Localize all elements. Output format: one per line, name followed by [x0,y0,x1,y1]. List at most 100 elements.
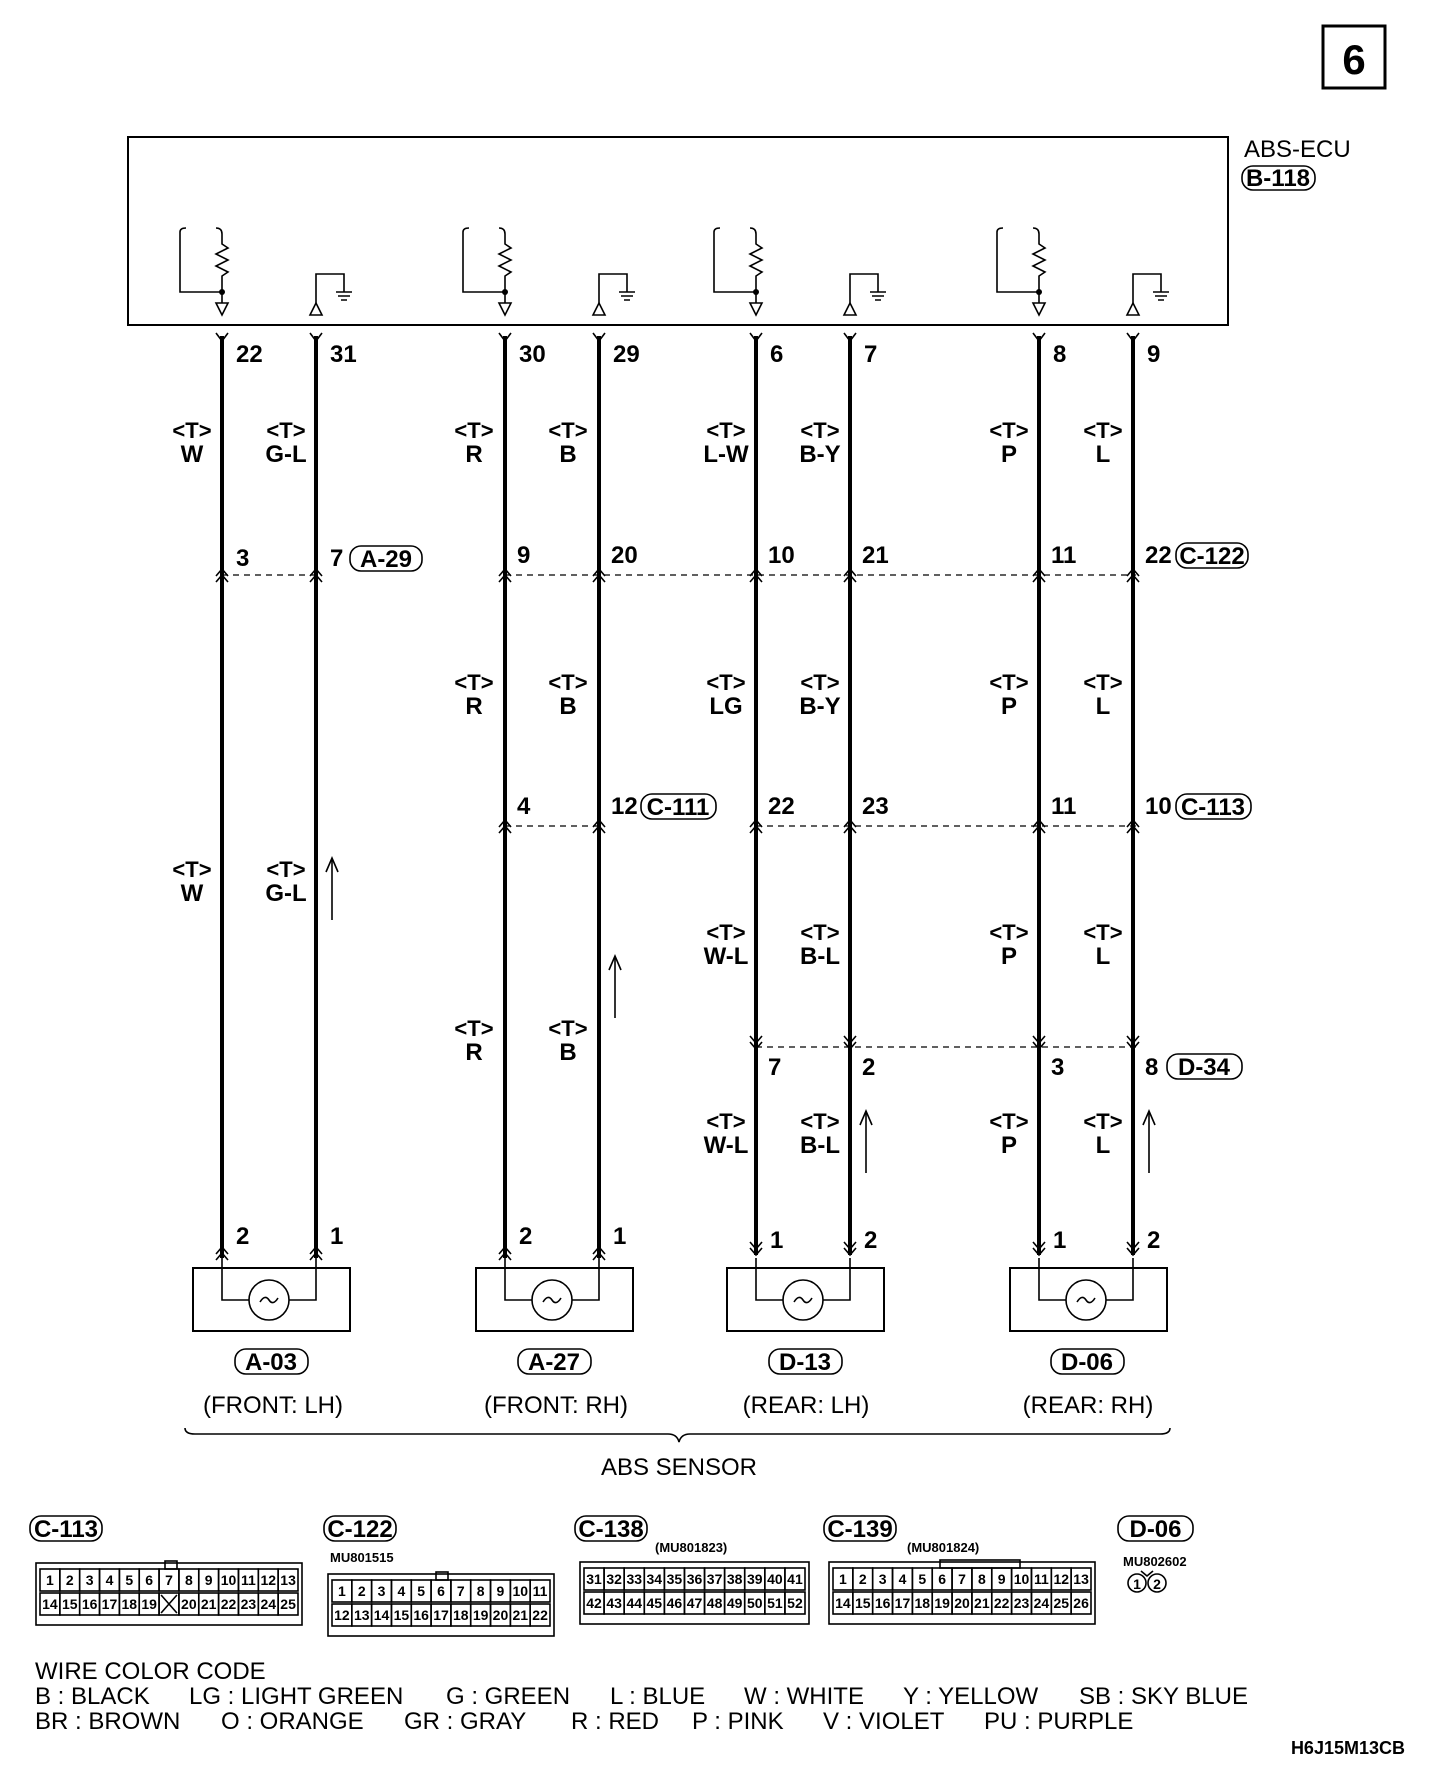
ecu-pin-numbers: 22 31 30 29 6 7 8 9 [236,341,1160,368]
resistor-icon [214,227,230,303]
sensor-lead [1038,1258,1134,1301]
junction-dot [753,289,759,295]
connector-part-number: (MU801824) [907,1540,979,1555]
wire-color-label: W [181,880,204,907]
legend-entry: B : BLACK [35,1683,150,1710]
junction-mark [498,1245,512,1261]
connector-view-outline [1117,1515,1194,1542]
junction-pin: 11 [1051,793,1076,820]
connector-pin-label: 21 [512,1607,528,1623]
wire-color-label: B [559,693,576,720]
harness-tag: <T> [706,670,745,695]
ecu-pin: 22 [236,341,263,368]
connector-view-outline [823,1515,897,1542]
junction-pin: 3 [1051,1054,1064,1081]
connector-pin-label: 16 [875,1595,891,1611]
legend-entry: PU : PURPLE [984,1708,1133,1735]
junction-pin: 2 [862,1054,875,1081]
sensor-body [192,1267,351,1332]
sensor-position: (FRONT: RH) [484,1392,628,1419]
connector-pin-label: 17 [102,1596,118,1612]
connector-pin-label: 40 [767,1571,783,1587]
page-number-box: 6 [1321,24,1387,90]
junction-mark [592,1245,606,1261]
connector-pin-label: 11 [533,1583,548,1599]
wire-color-label: B-L [800,943,840,970]
connector-view-outline [323,1515,397,1542]
sensor-body [1009,1267,1168,1332]
junction-pin: 8 [1145,1054,1158,1081]
connector-pin-label: 31 [586,1571,602,1587]
connector-pin-label: 19 [141,1596,157,1612]
junction-row-c111-c113: 4 12 C-111 22 23 11 10 C-113 [505,793,1252,827]
connector-pin-label: 6 [938,1571,946,1587]
sine-wave-icon [542,1296,562,1304]
wire-color-label: W-L [704,1132,749,1159]
legend-entry: V : VIOLET [823,1708,945,1735]
harness-tag: <T> [454,418,493,443]
connector-latch [1140,1570,1154,1578]
connector-pin-label: 48 [707,1595,723,1611]
sine-wave-icon [793,1296,813,1304]
junction-mark [1126,1241,1140,1257]
connector-pin-label: 13 [280,1572,296,1588]
sensor-connector: A-03 [245,1349,297,1376]
connector-pin-label: 11 [1034,1571,1049,1587]
connector-pin-label: 1 [46,1572,54,1588]
pin-mark [1126,332,1140,343]
sensor-connector: D-13 [779,1349,831,1376]
connector-pin-label: 41 [787,1571,803,1587]
wire-color-label: P [1001,441,1017,468]
junction-row-c122: 3 7 A-29 9 20 10 21 11 22 C-122 [222,542,1249,576]
connector-pin-label: 7 [457,1583,465,1599]
c113-connector-outline [1175,793,1252,820]
sensor-pin: 1 [613,1223,626,1250]
connector-pin-label: 42 [586,1595,602,1611]
harness-tag: <T> [454,1016,493,1041]
connector-pin-label: 34 [647,1571,663,1587]
ground-icon [336,291,352,301]
connector-pin-label: 10 [221,1572,237,1588]
connector-pin-label: 33 [626,1571,642,1587]
junction-mark [1126,1035,1140,1051]
junction-mark [309,1245,323,1261]
connector-housing [579,1561,810,1625]
connector-pin-label: 22 [532,1607,548,1623]
wire-color-legend: WIRE COLOR CODE B : BLACK LG : LIGHT GRE… [35,1658,1248,1735]
abs-ecu: ABS-ECU B-118 [127,136,1351,326]
wire-color-label: P [1001,693,1017,720]
sensor-coil-icon [531,1279,573,1321]
internal-lead [713,227,756,293]
junction-connector: A-29 [360,546,412,573]
connector-pin-label: 15 [62,1596,78,1612]
junction-dot [1036,289,1042,295]
connector-latch [435,1571,449,1581]
legend-entry: W : WHITE [744,1683,864,1710]
connector-pin-label: 2 [859,1571,867,1587]
wire-color-label: P [1001,1132,1017,1159]
wire-color-label: W [181,441,204,468]
sensor-pin: 2 [519,1223,532,1250]
junction-connector: C-111 [647,794,710,821]
connector-pin-label: 12 [260,1572,276,1588]
sensor-pin: 1 [1053,1227,1066,1254]
wire-colors-mid: <T> R <T> B <T> LG <T> B-Y <T> P <T> L [454,670,1122,720]
connector-pin-label: 18 [122,1596,138,1612]
sine-wave-icon [1076,1296,1096,1304]
harness-tag: <T> [800,1109,839,1134]
wire-color-label: B-Y [799,441,840,468]
connector-pin-label: 15 [394,1607,410,1623]
connector-pin-label: 10 [512,1583,528,1599]
connector-latch [939,1559,1021,1569]
up-arrow-icon [325,855,339,920]
junction-mark [1032,1035,1046,1051]
connector-pin-label: 1 [1133,1576,1141,1592]
ecu-pin: 30 [519,341,546,368]
connector-part-number: MU801515 [330,1550,394,1565]
input-terminal [1031,302,1047,317]
wire-color-label: G-L [265,880,306,907]
sensor-connector: A-27 [528,1349,580,1376]
connector-pin-label: 18 [453,1607,469,1623]
connector-pin-label: 21 [974,1595,990,1611]
